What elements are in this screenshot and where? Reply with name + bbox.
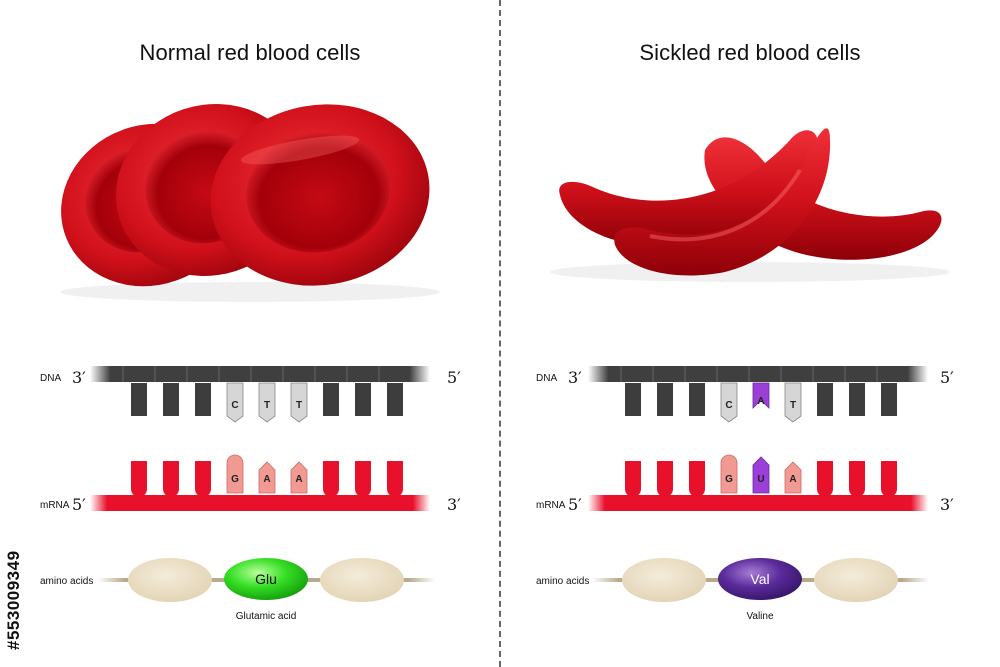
amino-acid-neutral	[814, 558, 898, 602]
dna-base-highlight	[290, 382, 308, 423]
dna-base	[323, 383, 339, 416]
dna-base-highlight	[226, 382, 244, 423]
dna-3-prime: 3′	[72, 368, 86, 387]
glu-label: Glu	[255, 571, 277, 587]
dna-backbone	[588, 366, 928, 382]
dna-base	[689, 383, 705, 416]
valine	[718, 558, 802, 600]
panel-divider	[499, 0, 501, 667]
mrna-base	[881, 461, 897, 497]
glutamic-acid-caption: Glutamic acid	[236, 611, 297, 622]
mrna-label: mRNA	[40, 500, 70, 511]
mrna-base-highlight	[290, 461, 308, 494]
normal-diagram: DNA 3′ 5′ C T T	[40, 103, 461, 622]
val-label: Val	[750, 571, 769, 587]
dna-base	[657, 383, 673, 416]
dna-base-letter: T	[296, 400, 302, 411]
dna-base	[849, 383, 865, 416]
dna-base-highlight	[720, 382, 738, 423]
mrna-5-prime: 5′	[72, 495, 86, 514]
amino-acid-neutral	[320, 558, 404, 602]
dna-label: DNA	[40, 373, 61, 384]
amino-acid-chain: amino acids Glu Glutamic acid	[40, 558, 435, 622]
sickle-title: Sickled red blood cells	[639, 40, 861, 65]
dna-base	[195, 383, 211, 416]
mrna-backbone	[90, 495, 430, 511]
mrna-base-highlight	[258, 461, 276, 494]
mrna-strand: G U A mRNA 5′ 3′	[536, 454, 954, 514]
normal-title: Normal red blood cells	[139, 40, 361, 65]
mrna-base	[163, 461, 179, 497]
dna-base	[625, 383, 641, 416]
sickle-diagram: DNA 3′ 5′ C A T	[536, 128, 954, 622]
mrna-base-highlight	[784, 461, 802, 494]
dna-base-letter: C	[725, 400, 732, 411]
dna-strand: DNA 3′ 5′ C T T	[40, 366, 461, 423]
normal-panel: Normal red blood cells	[40, 40, 461, 622]
dna-5-prime: 5′	[940, 368, 954, 387]
dna-base	[163, 383, 179, 416]
amino-acids-label: amino acids	[40, 576, 93, 587]
dna-strand: DNA 3′ 5′ C A T	[536, 366, 954, 423]
dna-base	[355, 383, 371, 416]
dna-base	[881, 383, 897, 416]
dna-base-highlight	[784, 382, 802, 423]
dna-label: DNA	[536, 373, 557, 384]
mrna-base	[625, 461, 641, 497]
valine-caption: Valine	[746, 611, 773, 622]
mrna-base-letter: A	[295, 474, 302, 485]
dna-backbone	[90, 366, 430, 382]
mrna-backbone	[588, 495, 928, 511]
dna-base-letter: T	[264, 400, 270, 411]
sickle-cell-3	[614, 128, 831, 276]
mrna-base	[689, 461, 705, 497]
mrna-base	[657, 461, 673, 497]
dna-5-prime: 5′	[447, 368, 461, 387]
mrna-base-highlight	[226, 454, 244, 494]
dna-base-letter: C	[231, 400, 238, 411]
amino-acids-label: amino acids	[536, 576, 589, 587]
dna-3-prime: 3′	[568, 368, 582, 387]
mrna-base-letter: G	[231, 474, 239, 485]
mrna-base-letter: A	[789, 474, 796, 485]
mrna-base-mutation	[752, 456, 770, 494]
mrna-base-highlight	[720, 454, 738, 494]
mrna-base-letter: U	[757, 474, 764, 485]
red-blood-cell-3	[210, 104, 430, 286]
mrna-base	[817, 461, 833, 497]
cells-shadow	[60, 282, 440, 302]
mrna-base	[849, 461, 865, 497]
cells-shadow	[550, 262, 950, 282]
mrna-base-letter: G	[725, 474, 733, 485]
dna-base-mutation	[752, 382, 770, 409]
amino-acid-neutral	[622, 558, 706, 602]
mrna-strand: G A A mRNA 5′ 3′	[40, 454, 461, 514]
sickle-panel: Sickled red blood cells	[500, 0, 1000, 667]
dna-base-letter: A	[757, 396, 764, 407]
mrna-base	[131, 461, 147, 497]
dna-base-highlight	[258, 382, 276, 423]
dna-base	[817, 383, 833, 416]
mrna-base-letter: A	[263, 474, 270, 485]
amino-acid-chain: amino acids Val Valine	[536, 558, 929, 622]
mrna-5-prime: 5′	[568, 495, 582, 514]
dna-base-letter: T	[790, 400, 796, 411]
glutamic-acid	[224, 558, 308, 600]
mrna-3-prime: 3′	[447, 495, 461, 514]
mrna-3-prime: 3′	[940, 495, 954, 514]
dna-base	[387, 383, 403, 416]
dna-base	[131, 383, 147, 416]
amino-acid-neutral	[128, 558, 212, 602]
mrna-base	[323, 461, 339, 497]
mrna-base	[195, 461, 211, 497]
mrna-label: mRNA	[536, 500, 566, 511]
mrna-base	[387, 461, 403, 497]
mrna-base	[355, 461, 371, 497]
